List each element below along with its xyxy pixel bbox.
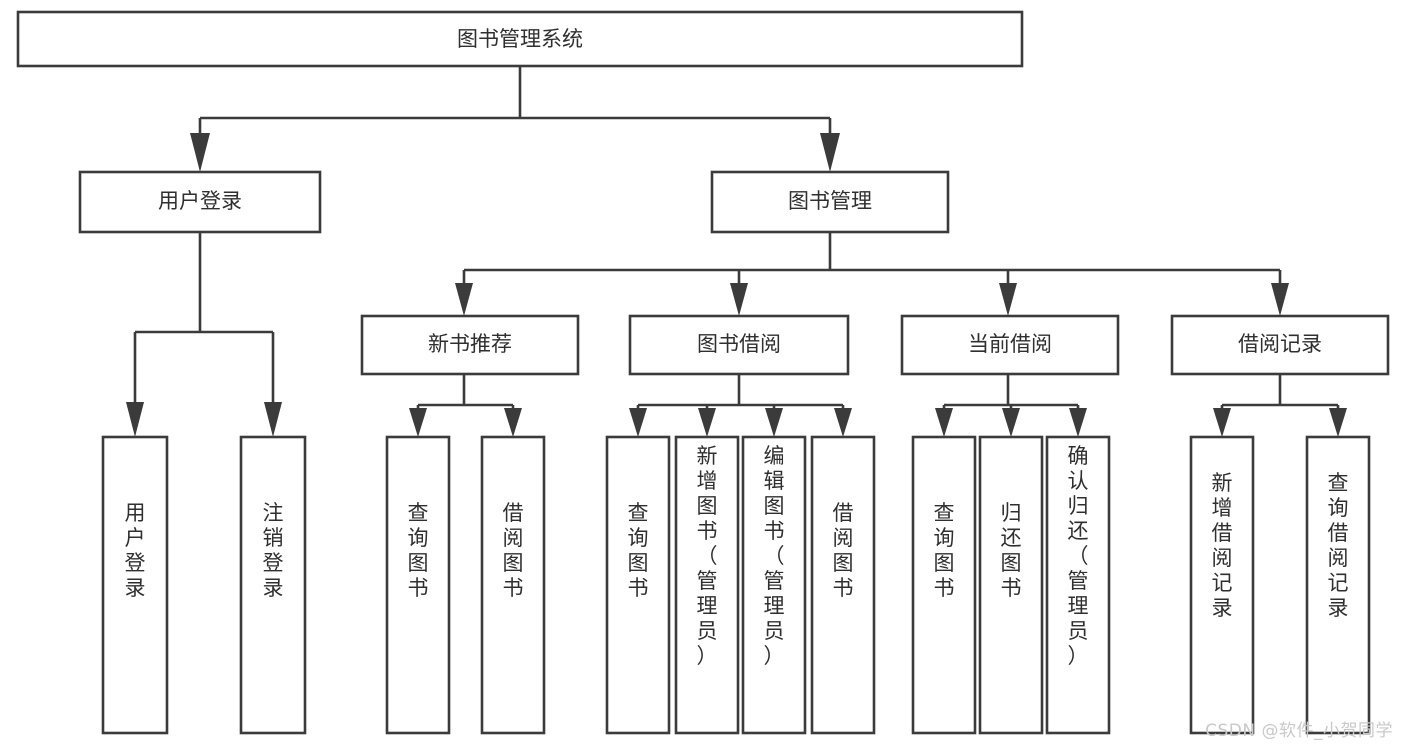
node-root-book-management-system[interactable]: 图书管理系统 <box>16 10 1024 68</box>
arrowhead-book-management <box>820 133 840 172</box>
connector-group-current-borrow <box>935 374 1087 437</box>
node-leaf-add-book-box[interactable] <box>674 435 740 735</box>
node-leaf-add-record[interactable]: 新增借阅记录 <box>1189 435 1255 735</box>
node-leaf-query-book-3-label: 查询图书 <box>934 501 955 600</box>
node-borrow-record-label: 借阅记录 <box>1238 332 1322 356</box>
arrowhead-leaf-user-login <box>126 402 144 437</box>
arrowhead-leaf-add-record <box>1213 408 1231 437</box>
node-leaf-user-login[interactable]: 用户登录 <box>101 435 169 735</box>
node-new-book-recommend[interactable]: 新书推荐 <box>360 314 580 376</box>
arrowhead-leaf-query-book-1 <box>409 408 427 437</box>
node-leaf-borrow-book-1-box[interactable] <box>480 435 546 735</box>
node-book-management-label: 图书管理 <box>788 189 872 213</box>
node-current-borrow-label: 当前借阅 <box>968 332 1052 356</box>
connector-group-book-borrow <box>629 374 852 437</box>
arrowhead-leaf-query-record <box>1329 408 1347 437</box>
arrowhead-leaf-query-book-3 <box>935 408 953 437</box>
arrowhead-user-login <box>190 133 210 172</box>
arrowhead-leaf-user-logout <box>264 402 282 437</box>
node-leaf-query-record[interactable]: 查询借阅记录 <box>1305 435 1371 735</box>
node-user-login[interactable]: 用户登录 <box>78 170 322 234</box>
arrowhead-leaf-edit-book <box>765 408 783 437</box>
node-new-book-recommend-label: 新书推荐 <box>428 332 512 356</box>
node-book-management-box[interactable] <box>710 170 950 234</box>
node-leaf-query-book-3-box[interactable] <box>911 435 977 735</box>
node-leaf-query-book-2-box[interactable] <box>605 435 671 735</box>
arrowhead-leaf-add-book <box>698 408 716 437</box>
node-leaf-borrow-book-2[interactable]: 借阅图书 <box>810 435 876 735</box>
node-leaf-user-login-box[interactable] <box>101 435 169 735</box>
node-borrow-record-box[interactable] <box>1170 314 1390 376</box>
arrowhead-leaf-return-book <box>1002 408 1020 437</box>
node-leaf-borrow-book-1-label: 借阅图书 <box>503 501 524 600</box>
node-leaf-borrow-book-2-box[interactable] <box>810 435 876 735</box>
arrowhead-current-borrow <box>999 283 1017 316</box>
node-leaf-return-book-label: 归还图书 <box>1001 501 1022 600</box>
node-current-borrow-box[interactable] <box>900 314 1120 376</box>
arrowhead-leaf-borrow-book-2 <box>834 408 852 437</box>
node-leaf-add-book[interactable]: 新增图书（管理员） <box>674 435 740 735</box>
node-book-borrow-label: 图书借阅 <box>697 332 781 356</box>
node-leaf-query-book-2-label: 查询图书 <box>628 501 649 600</box>
connector-group-new-book-recommend <box>409 374 522 437</box>
node-leaf-add-record-box[interactable] <box>1189 435 1255 735</box>
arrowhead-leaf-borrow-book-1 <box>504 408 522 437</box>
node-leaf-return-book[interactable]: 归还图书 <box>978 435 1044 735</box>
node-user-login-box[interactable] <box>78 170 322 234</box>
node-leaf-edit-book-box[interactable] <box>741 435 807 735</box>
node-leaf-user-login-label: 用户登录 <box>125 501 146 600</box>
connector-group-borrow-record <box>1213 374 1347 437</box>
arrowhead-new-book-recommend <box>455 283 473 316</box>
node-book-borrow-box[interactable] <box>628 314 850 376</box>
node-leaf-add-record-label: 新增借阅记录 <box>1212 471 1233 620</box>
node-leaf-user-logout-box[interactable] <box>239 435 307 735</box>
node-leaf-confirm-return[interactable]: 确认归还（管理员） <box>1045 435 1111 735</box>
node-leaf-user-logout[interactable]: 注销登录 <box>239 435 307 735</box>
node-leaf-query-record-box[interactable] <box>1305 435 1371 735</box>
node-leaf-add-book-label: 新增图书（管理员） <box>697 444 718 668</box>
node-leaf-user-logout-label: 注销登录 <box>263 501 284 600</box>
node-book-management[interactable]: 图书管理 <box>710 170 950 234</box>
arrowhead-leaf-confirm-return <box>1069 408 1087 437</box>
node-leaf-query-book-3[interactable]: 查询图书 <box>911 435 977 735</box>
arrowhead-book-borrow <box>730 283 748 316</box>
node-leaf-query-book-1-label: 查询图书 <box>408 501 429 600</box>
node-leaf-return-book-box[interactable] <box>978 435 1044 735</box>
node-leaf-borrow-book-2-label: 借阅图书 <box>833 501 854 600</box>
node-leaf-borrow-book-1[interactable]: 借阅图书 <box>480 435 546 735</box>
node-book-borrow[interactable]: 图书借阅 <box>628 314 850 376</box>
node-leaf-confirm-return-label: 确认归还（管理员） <box>1068 444 1089 668</box>
arrowhead-leaf-query-book-2 <box>629 408 647 437</box>
node-leaf-confirm-return-box[interactable] <box>1045 435 1111 735</box>
arrowhead-borrow-record <box>1271 283 1289 316</box>
node-leaf-query-book-1[interactable]: 查询图书 <box>385 435 451 735</box>
connector-group-root <box>190 66 840 172</box>
node-leaf-query-book-1-box[interactable] <box>385 435 451 735</box>
connector-group-user-login <box>126 232 282 437</box>
connector-group-book-management <box>455 232 1289 316</box>
node-borrow-record[interactable]: 借阅记录 <box>1170 314 1390 376</box>
node-root-box[interactable] <box>16 10 1024 68</box>
node-new-book-recommend-box[interactable] <box>360 314 580 376</box>
node-user-login-label: 用户登录 <box>158 189 242 213</box>
node-leaf-query-book-2[interactable]: 查询图书 <box>605 435 671 735</box>
node-leaf-query-record-label: 查询借阅记录 <box>1328 471 1349 620</box>
node-leaf-edit-book-label: 编辑图书（管理员） <box>764 444 785 668</box>
node-current-borrow[interactable]: 当前借阅 <box>900 314 1120 376</box>
node-root-label: 图书管理系统 <box>457 27 583 51</box>
node-leaf-edit-book[interactable]: 编辑图书（管理员） <box>741 435 807 735</box>
